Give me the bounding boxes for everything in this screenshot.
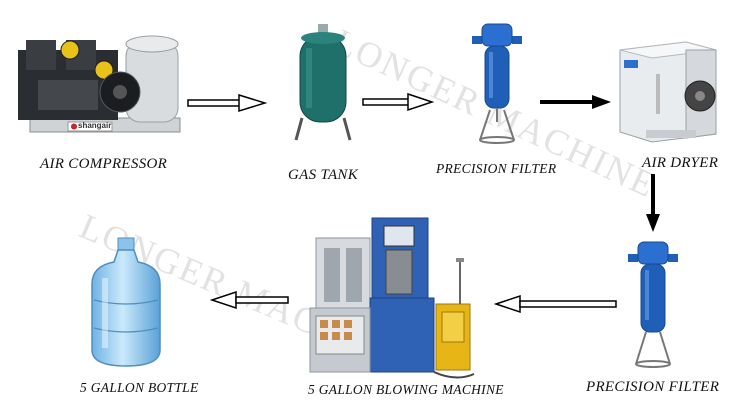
precision-filter-1-image bbox=[472, 23, 522, 144]
arrow-blowing-machine-to-bottle bbox=[210, 290, 289, 310]
air-dryer-image bbox=[619, 41, 717, 143]
air-compressor-label: AIR COMPRESSOR bbox=[40, 156, 168, 172]
arrow-tank-to-filter bbox=[362, 92, 434, 112]
arrow-filter-to-blowing-machine bbox=[494, 294, 617, 314]
blowing-machine-image bbox=[309, 217, 475, 379]
bottle-label: 5 GALLON BOTTLE bbox=[80, 380, 199, 395]
air-compressor-image bbox=[18, 35, 181, 133]
arrow-compressor-to-tank bbox=[187, 93, 267, 113]
air-dryer-label: AIR DRYER bbox=[642, 155, 719, 171]
compressor-brand-plate: shangair bbox=[78, 121, 112, 130]
gas-tank-label: GAS TANK bbox=[288, 167, 359, 183]
precision-filter-2-image bbox=[628, 241, 678, 368]
precision-filter-2-label: PRECISION FILTER bbox=[586, 379, 720, 395]
arrow-filter-to-dryer bbox=[540, 95, 611, 109]
gas-tank-image bbox=[294, 24, 352, 141]
blowing-machine-label: 5 GALLON BLOWING MACHINE bbox=[308, 382, 504, 397]
arrow-dryer-to-filter bbox=[646, 174, 660, 232]
precision-filter-1-label: PRECISION FILTER bbox=[436, 161, 557, 176]
water-bottle-image bbox=[91, 237, 161, 367]
